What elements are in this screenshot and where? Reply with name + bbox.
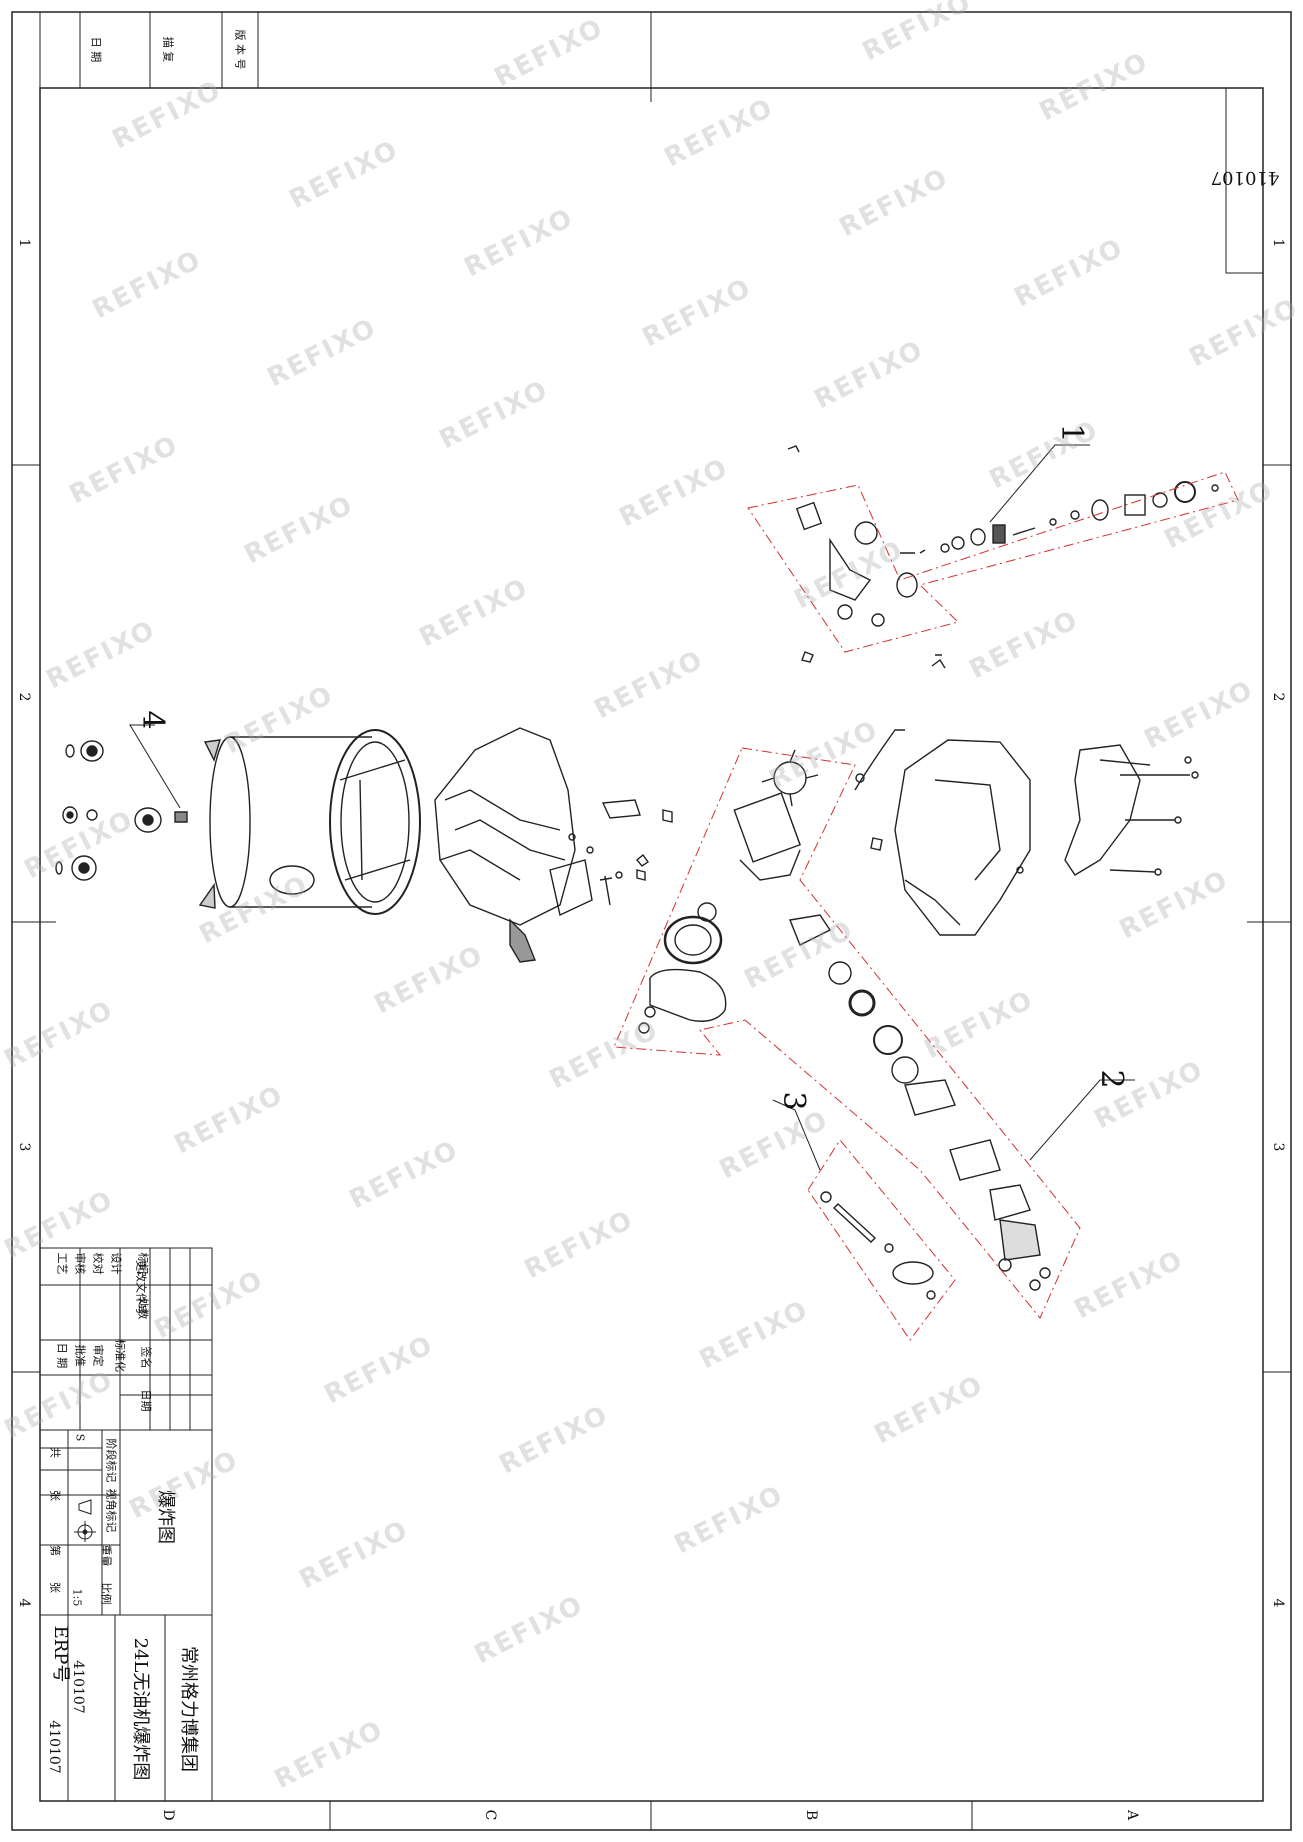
stage-value: S (73, 1433, 87, 1442)
zone-number: 2 (1270, 692, 1286, 702)
exploded-view (55, 445, 1219, 1300)
proof-label: 校对 (91, 1252, 105, 1275)
group-outlines (613, 471, 1239, 1341)
revision-date-label: 日 期 (89, 36, 103, 63)
cylinder-stack (789, 914, 1051, 1291)
change-doc-label: 更改文件号 (134, 1260, 148, 1315)
date-label: 日期 (139, 1389, 153, 1412)
zone-number: 4 (1270, 1598, 1286, 1608)
zone-number: 3 (16, 1142, 32, 1152)
design-label: 设计 (109, 1252, 123, 1275)
zone-letter: B (803, 1809, 819, 1821)
leader-lines (129, 444, 1135, 1171)
callout-number: 1 (1054, 423, 1089, 443)
callout-number: 4 (135, 710, 170, 730)
zone-letter: D (160, 1809, 176, 1821)
air-tank (198, 729, 421, 915)
sheets-label: 张 (48, 1490, 62, 1501)
company-name: 常州格力博集团 (178, 1646, 199, 1772)
rubber-feet (55, 740, 188, 881)
motor-housing (434, 727, 593, 963)
view-symbol (70, 1498, 100, 1542)
zone-number: 3 (1270, 1142, 1286, 1152)
zone-letter: C (482, 1809, 498, 1821)
zone-letter: A (1124, 1809, 1140, 1821)
page-label: 第 (48, 1545, 62, 1556)
pump-assembly (638, 749, 819, 1034)
scale-value: 1:5 (70, 1588, 84, 1607)
zone-number: 4 (16, 1598, 32, 1608)
revision-version-label: 版 本 号 (233, 29, 247, 70)
part-number: 410107 (70, 1660, 86, 1714)
callout-number: 2 (1094, 1069, 1129, 1089)
title-block-grid (39, 1247, 213, 1802)
review-label: 审核 (73, 1252, 87, 1275)
sheet2-label: 张 (48, 1582, 62, 1593)
group-outline-2 (613, 747, 1081, 1319)
drawing-type: 爆炸图 (155, 1490, 176, 1544)
valve-assembly (795, 481, 1219, 627)
cover-housing (854, 729, 1199, 936)
drawing-name: 24L无油机爆炸图 (130, 1637, 151, 1781)
erp-number: 410107 (46, 1720, 62, 1774)
drawing-number-top: 410107 (1210, 167, 1280, 188)
zone-number: 2 (16, 692, 32, 702)
standard-label: 标准化 (113, 1339, 127, 1372)
process-label: 工艺 (55, 1252, 69, 1275)
view-label: 视角标记 (104, 1488, 118, 1533)
total-label: 共 (48, 1447, 62, 1458)
date2-label: 日 期 (55, 1342, 69, 1369)
drawing-number-box (1225, 87, 1264, 274)
scale-label: 比例 (99, 1582, 113, 1605)
ratify-label: 批准 (73, 1344, 87, 1367)
callout-number: 3 (776, 1091, 811, 1111)
group-outline-3 (807, 1139, 956, 1341)
weight-label: 重量 (99, 1544, 113, 1567)
rod-part (820, 1191, 936, 1300)
small-parts (568, 445, 1024, 906)
approve-label: 审定 (91, 1344, 105, 1367)
zone-number: 1 (16, 238, 32, 248)
zone-number: 1 (1270, 238, 1286, 248)
group-outline-1 (747, 471, 1239, 653)
stage-label: 阶段标记 (104, 1438, 118, 1483)
revision-check-label: 描 复 (161, 36, 175, 63)
erp-label: ERP号 (50, 1625, 71, 1683)
